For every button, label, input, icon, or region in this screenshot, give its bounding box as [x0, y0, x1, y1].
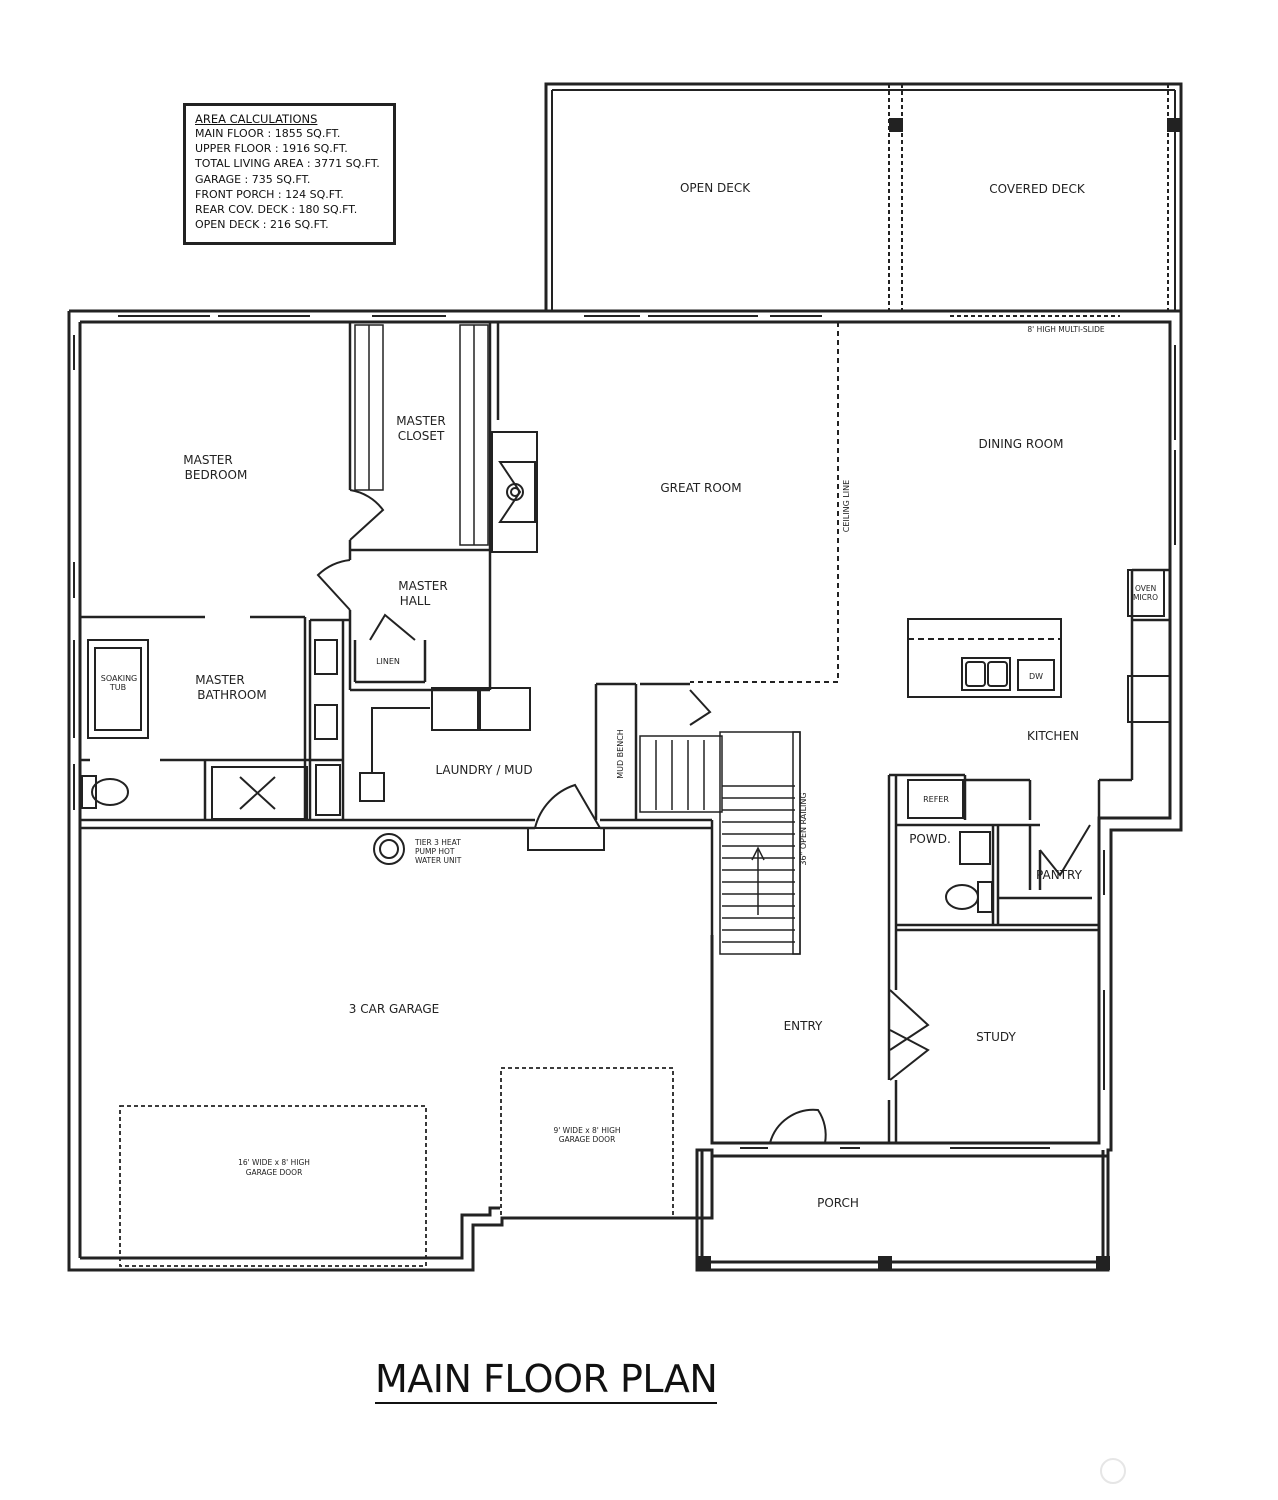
label-open-deck: OPEN DECK [680, 181, 751, 195]
label-multi-slide: 8' HIGH MULTI-SLIDE [1027, 325, 1104, 334]
interior-walls [80, 322, 1170, 1143]
label-open-railing: 36" OPEN RAILING [799, 792, 808, 865]
watermark-logo [1100, 1458, 1126, 1484]
label-master-closet-1: MASTER [396, 414, 445, 428]
label-master-bath-2: BATHROOM [197, 688, 266, 702]
label-water-unit-3: WATER UNIT [415, 856, 462, 865]
powder-fixtures [945, 831, 993, 913]
label-powder: POWD. [909, 832, 951, 846]
label-garage: 3 CAR GARAGE [349, 1002, 439, 1016]
label-master-hall-1: MASTER [398, 579, 447, 593]
label-refer: REFER [923, 795, 949, 804]
label-study: STUDY [976, 1030, 1016, 1044]
label-master-bedroom-1: MASTER [183, 453, 232, 467]
label-master-closet-2: CLOSET [398, 429, 445, 443]
label-door-9-1: 9' WIDE x 8' HIGH [553, 1126, 620, 1135]
label-great-room: GREAT ROOM [660, 481, 741, 495]
area-line: MAIN FLOOR : 1855 SQ.FT. [195, 127, 341, 140]
exterior-wall [67, 309, 1183, 1272]
water-heater [373, 833, 405, 865]
label-covered-deck: COVERED DECK [989, 182, 1086, 196]
label-kitchen: KITCHEN [1027, 729, 1079, 743]
label-mud-bench: MUD BENCH [616, 729, 625, 779]
area-line: REAR COV. DECK : 180 SQ.FT. [195, 203, 358, 217]
kitchen-island [907, 618, 1062, 698]
label-porch: PORCH [817, 1196, 859, 1210]
label-master-bedroom-2: BEDROOM [185, 468, 248, 482]
area-calculations-box: AREA CALCULATIONS MAIN FLOOR : 1855 SQ.F… [183, 103, 396, 245]
fireplace [491, 431, 538, 553]
label-pantry: PANTRY [1036, 868, 1083, 882]
range [1127, 569, 1171, 723]
label-oven-1: OVEN [1135, 584, 1156, 593]
ceiling-line [690, 322, 839, 683]
label-master-hall-2: HALL [400, 594, 431, 608]
garage-doors [119, 1067, 674, 1267]
label-entry: ENTRY [784, 1019, 823, 1033]
plan-title: MAIN FLOOR PLAN [375, 1356, 718, 1404]
windows [73, 315, 1176, 1149]
label-linen: LINEN [376, 657, 400, 666]
area-line: TOTAL LIVING AREA : 3771 SQ.FT. [195, 157, 380, 171]
label-dw: DW [1029, 672, 1043, 681]
label-door-16-2: GARAGE DOOR [246, 1168, 303, 1177]
doors [316, 489, 1091, 1144]
label-ceiling-line: CEILING LINE [842, 480, 851, 532]
area-line: OPEN DECK : 216 SQ.FT. [195, 218, 329, 232]
area-line: FRONT PORCH : 124 SQ.FT. [195, 187, 344, 201]
label-water-unit-1: TIER 3 HEAT [414, 838, 461, 847]
label-dining-room: DINING ROOM [979, 437, 1064, 451]
area-line: GARAGE : 735 SQ.FT. [195, 172, 311, 186]
label-door-16-1: 16' WIDE x 8' HIGH [238, 1158, 310, 1167]
area-line: UPPER FLOOR : 1916 SQ.FT. [195, 142, 348, 156]
label-soaking-tub-1: SOAKING [101, 674, 138, 683]
bath-fixtures [81, 639, 385, 820]
area-calculations-title: AREA CALCULATIONS [195, 112, 318, 126]
closet-shelving [354, 324, 489, 546]
rear-deck [544, 82, 1183, 310]
label-master-bath-1: MASTER [195, 673, 244, 687]
porch-columns [697, 1256, 1110, 1270]
laundry-machines [371, 687, 531, 773]
label-laundry: LAUNDRY / MUD [435, 763, 532, 777]
label-door-9-2: GARAGE DOOR [559, 1135, 616, 1144]
stairs [639, 731, 801, 955]
label-soaking-tub-2: TUB [109, 683, 126, 692]
label-water-unit-2: PUMP HOT [415, 847, 455, 856]
label-oven-2: MICRO [1133, 593, 1158, 602]
refrigerator [907, 779, 964, 819]
